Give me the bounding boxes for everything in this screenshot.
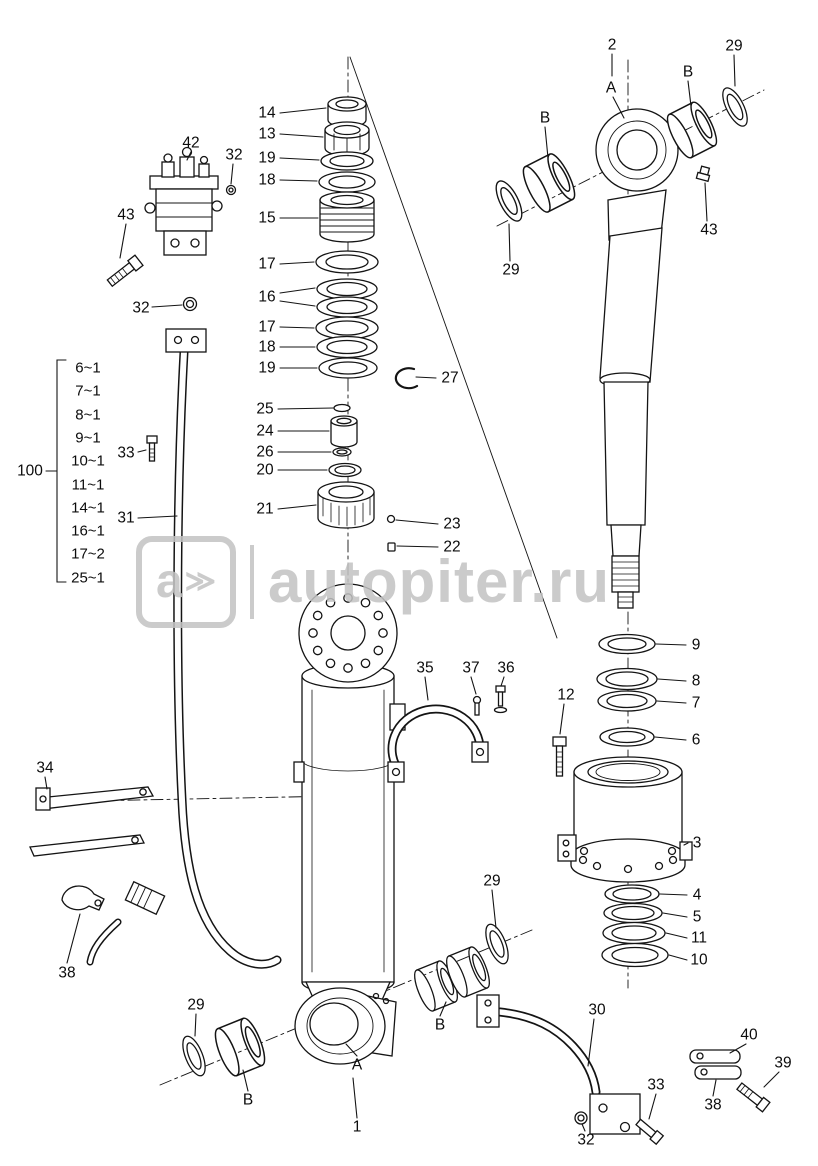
oring-32-top bbox=[225, 184, 237, 196]
ring-29-top-left bbox=[490, 176, 528, 226]
parts-group-bracket bbox=[45, 359, 67, 583]
ring-29-bottom-center bbox=[480, 920, 514, 968]
cylinder-head-3 bbox=[557, 756, 693, 883]
bolt-12 bbox=[552, 736, 567, 777]
bolt-33-right bbox=[635, 1118, 665, 1146]
seal-kit-stack bbox=[315, 96, 419, 552]
bolt-43-left bbox=[106, 254, 144, 288]
bushing-b-bottom-left bbox=[210, 1014, 270, 1080]
pipe-30 bbox=[476, 994, 641, 1135]
piston-seals bbox=[596, 633, 658, 747]
bolt-39 bbox=[736, 1082, 771, 1113]
bolt-37 bbox=[472, 695, 482, 716]
clamp-35 bbox=[387, 704, 489, 783]
ring-29-bottom-left bbox=[177, 1032, 211, 1080]
bracket-34 bbox=[29, 786, 155, 857]
ring-29-top-right bbox=[717, 83, 753, 131]
control-valve-assembly bbox=[144, 146, 223, 256]
head-rings bbox=[601, 884, 669, 968]
bushing-b-top-left bbox=[517, 150, 581, 216]
leader-lines bbox=[44, 53, 780, 1132]
clamp-40-38-right bbox=[689, 1049, 742, 1080]
oring-32-left bbox=[182, 296, 198, 312]
pipe-31 bbox=[86, 328, 282, 969]
cylinder-tube-1 bbox=[293, 583, 406, 1065]
clamp-38-left bbox=[61, 885, 105, 911]
grease-fitting-43-right bbox=[695, 165, 711, 183]
bolt-33-left bbox=[146, 435, 158, 462]
explosion-line bbox=[349, 56, 558, 639]
piston-rod-assembly-2 bbox=[595, 108, 679, 609]
bolt-36 bbox=[493, 685, 508, 714]
